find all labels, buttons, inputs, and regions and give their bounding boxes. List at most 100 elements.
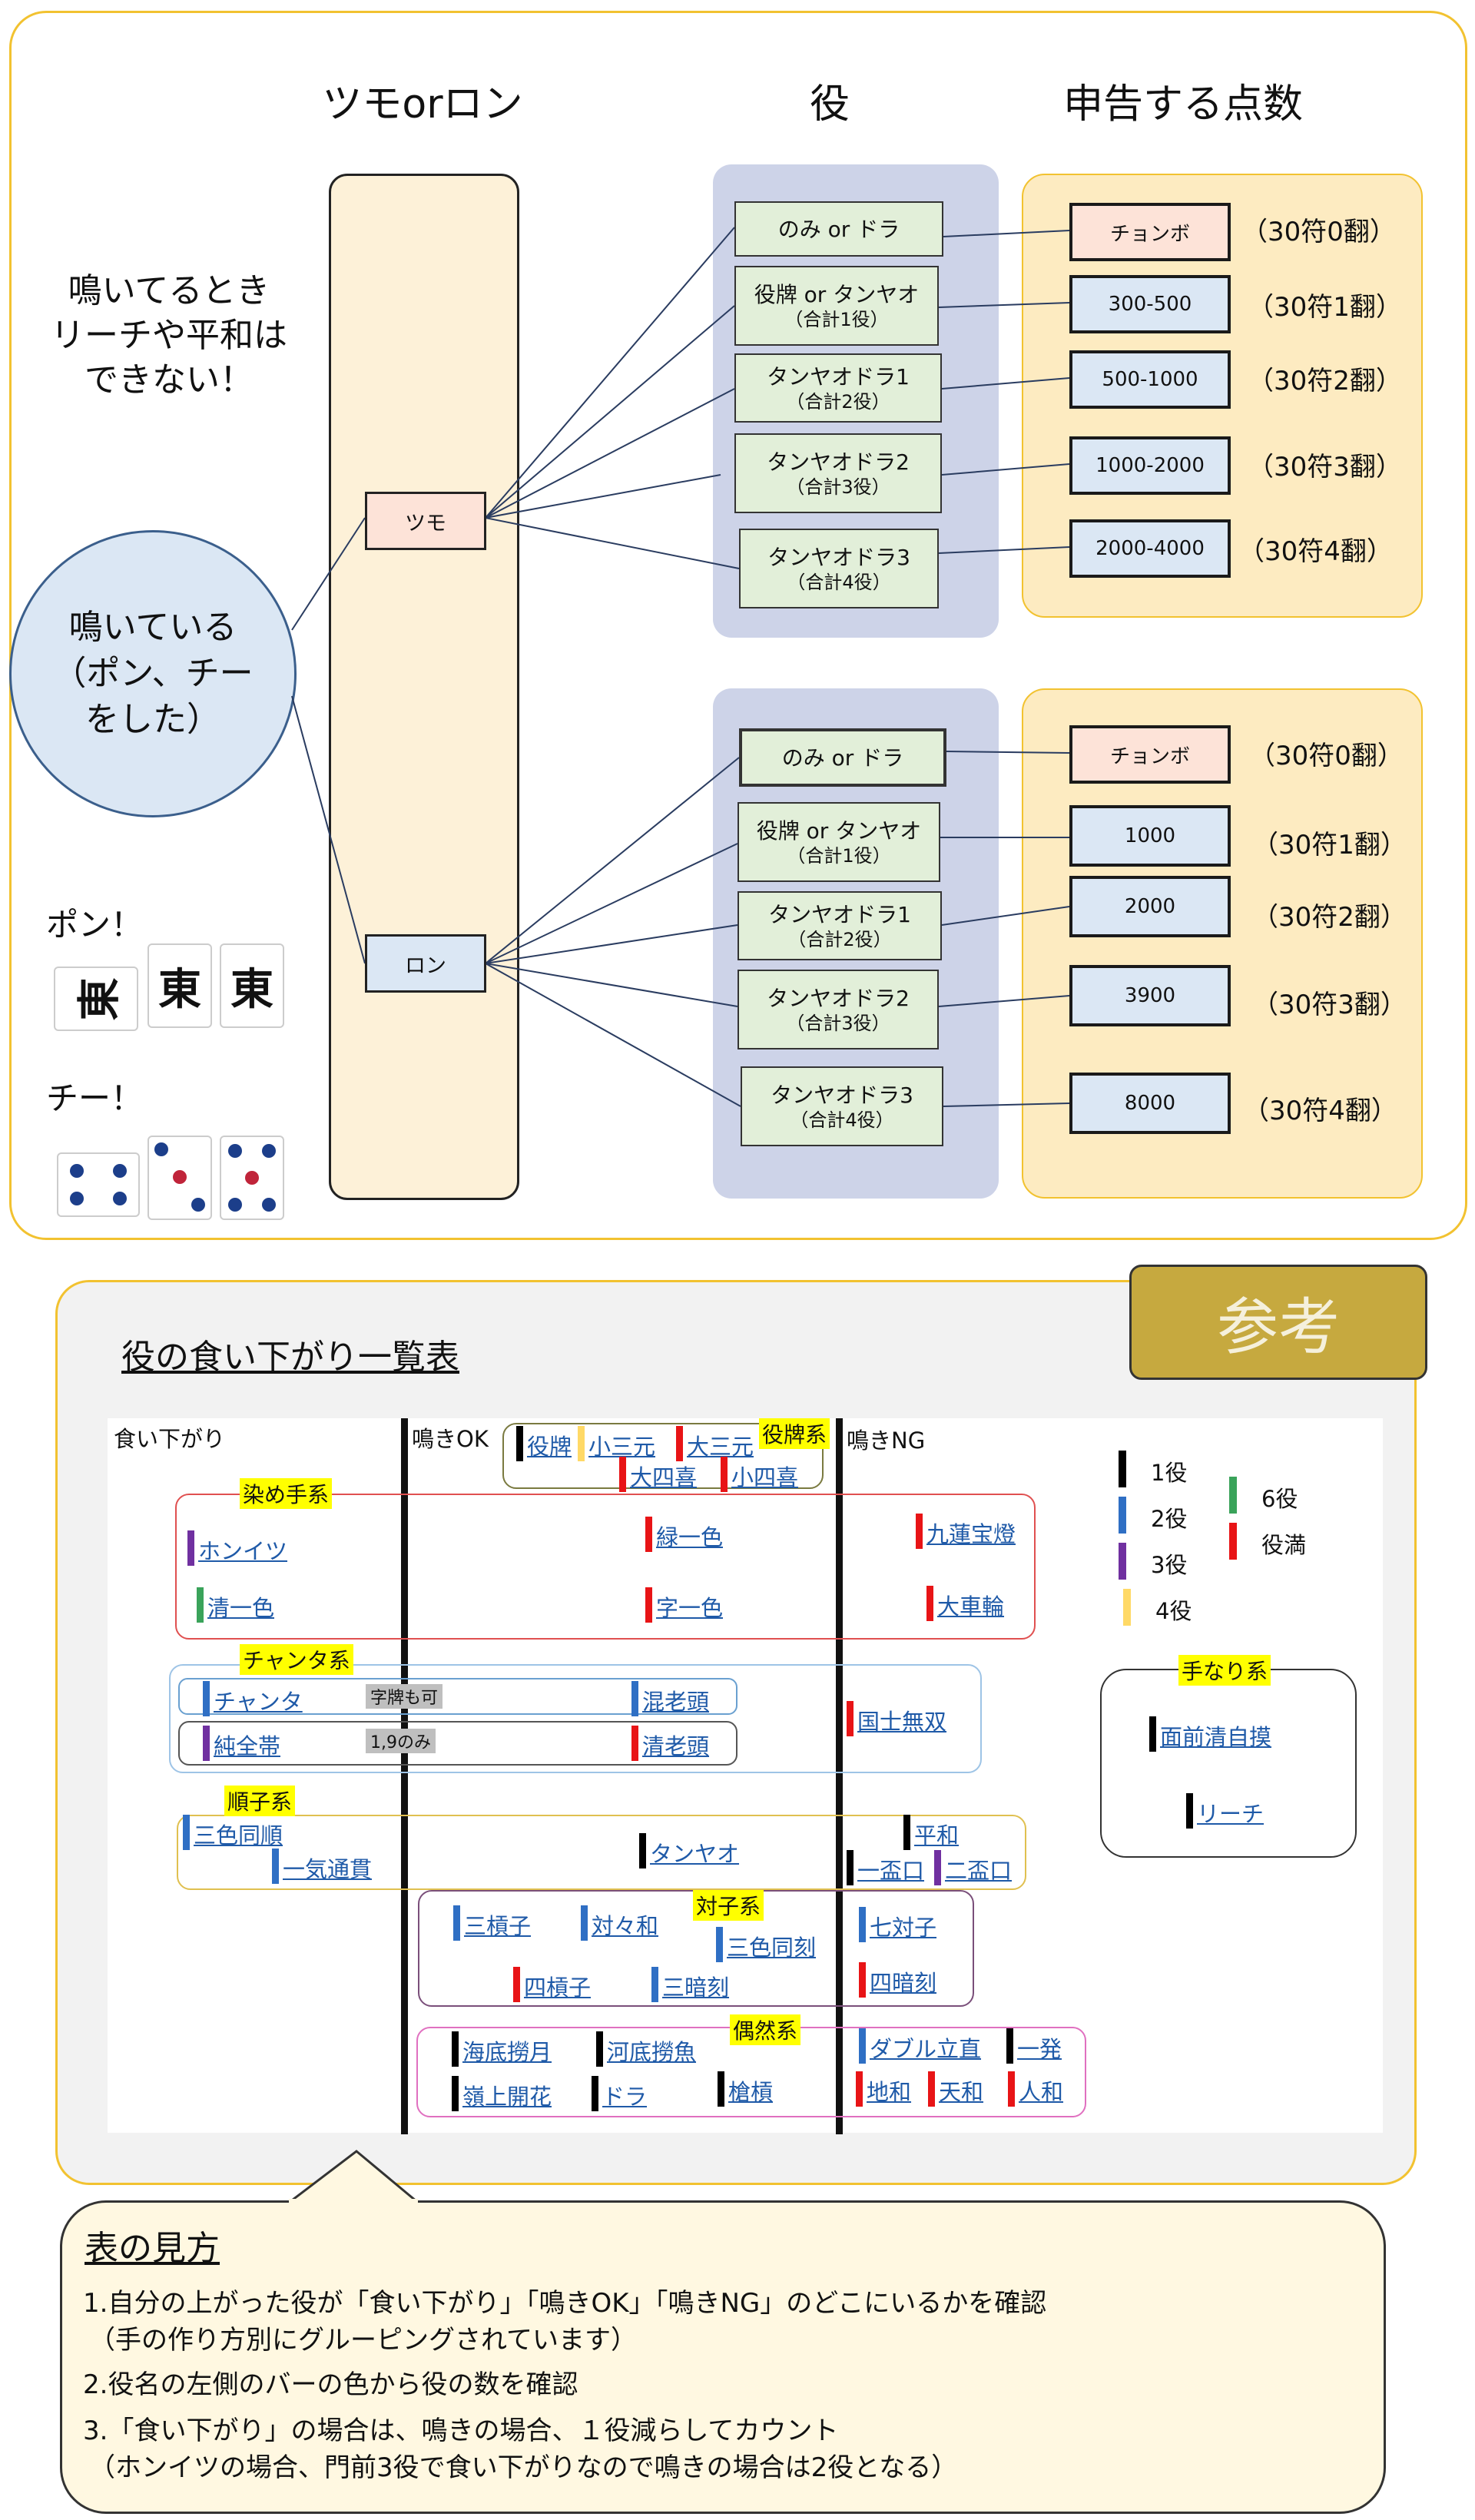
fu-han-label: （30符0翻） <box>1249 741 1404 771</box>
ron-yaku-box: のみ or ドラ <box>739 728 946 787</box>
header-tsumo-or-ron: ツモorロン <box>322 81 523 128</box>
ron-score-box: 2000 <box>1069 876 1231 937</box>
group-some <box>175 1494 1036 1640</box>
east-tile: 東 <box>148 943 212 1028</box>
yaku-link-suuankou[interactable]: 四暗刻 <box>859 1962 936 1998</box>
note-jihai: 字牌も可 <box>366 1684 443 1709</box>
yaku-link-toitoi[interactable]: 対々和 <box>581 1905 658 1941</box>
tsumo-yaku-box: 役牌 or タンヤオ（合計1役） <box>734 266 939 346</box>
pon-label: ポン！ <box>46 906 144 943</box>
ron-yaku-box: 役牌 or タンヤオ（合計1役） <box>738 802 940 882</box>
header-score: 申告する点数 <box>1062 81 1303 128</box>
legend-yakuman: 役満 <box>1228 1523 1306 1560</box>
chi-label: チー！ <box>46 1079 144 1117</box>
yaku-link-chuuren[interactable]: 九蓮宝燈 <box>916 1514 1016 1549</box>
yaku-link-shousangen[interactable]: 小三元 <box>578 1426 655 1461</box>
east-tile: 東 <box>54 967 138 1031</box>
flow-connectors <box>291 227 1070 1107</box>
yaku-line: タンヤオドラ3 <box>771 1082 913 1108</box>
tsumo-score-box: 300-500 <box>1069 275 1231 333</box>
note-line: 鳴いてるとき <box>68 271 270 310</box>
howto-title: 表の見方 <box>85 2229 220 2268</box>
yaku-link-ippatsu[interactable]: 一発 <box>1006 2028 1062 2064</box>
yaku-link-chanta[interactable]: チャンタ <box>203 1681 303 1716</box>
pin-tile-5 <box>220 1136 284 1220</box>
yaku-link-chinitsu[interactable]: 清一色 <box>197 1587 274 1623</box>
circle-line: （ポン、チー <box>52 654 254 693</box>
naki-warning-note: 鳴いてるとき リーチや平和は できない！ <box>31 269 307 403</box>
yaku-link-junchan[interactable]: 純全帯 <box>203 1726 280 1761</box>
yaku-link-riichi[interactable]: リーチ <box>1186 1793 1264 1829</box>
yaku-subline: （合計2役） <box>786 390 890 413</box>
fu-han-label: （30符1翻） <box>1252 830 1407 860</box>
yaku-link-honroutou[interactable]: 混老頭 <box>631 1681 709 1716</box>
yaku-link-rinshan[interactable]: 嶺上開花 <box>452 2076 552 2111</box>
yaku-link-haitei[interactable]: 海底撈月 <box>452 2031 552 2067</box>
group-chanta-row2 <box>178 1721 738 1766</box>
yaku-subline: （合計3役） <box>786 476 890 498</box>
yaku-link-shousuushii[interactable]: 小四喜 <box>721 1457 798 1492</box>
yaku-line: タンヤオドラ2 <box>767 985 910 1011</box>
yaku-link-daisuushii[interactable]: 大四喜 <box>619 1457 697 1492</box>
pin-tile-4 <box>57 1152 140 1217</box>
yaku-link-suukantsu[interactable]: 四槓子 <box>513 1967 591 2002</box>
col-naki-ng-label: 鳴きNG <box>847 1427 926 1454</box>
yaku-line: タンヤオドラ2 <box>767 449 910 475</box>
yaku-line: のみ or ドラ <box>781 744 904 771</box>
yaku-link-iipeikou[interactable]: 一盃口 <box>847 1850 924 1885</box>
yaku-link-yakuhai[interactable]: 役牌 <box>516 1426 572 1461</box>
tsumo-yaku-box: のみ or ドラ <box>734 201 943 257</box>
yaku-link-kokushi[interactable]: 国士無双 <box>847 1701 946 1736</box>
yaku-link-tanyao[interactable]: タンヤオ <box>639 1833 739 1868</box>
yaku-link-chiihou[interactable]: 地和 <box>856 2071 911 2107</box>
yaku-link-tsuuiisou[interactable]: 字一色 <box>645 1587 723 1623</box>
yaku-link-ittsuu[interactable]: 一気通貫 <box>272 1849 372 1884</box>
yaku-subline: （合計2役） <box>787 928 892 950</box>
pin-dots-icon <box>228 1144 276 1212</box>
yaku-link-chankan[interactable]: 槍槓 <box>718 2071 773 2107</box>
yaku-link-chinroutou[interactable]: 清老頭 <box>631 1726 709 1761</box>
tsumo-yaku-box: タンヤオドラ3（合計4役） <box>739 529 939 608</box>
yaku-link-sanankou[interactable]: 三暗刻 <box>651 1967 729 2002</box>
group-label-yakuhai: 役牌系 <box>759 1418 830 1449</box>
yaku-link-ryanpeikou[interactable]: 二盃口 <box>934 1850 1012 1885</box>
yaku-line: タンヤオドラ3 <box>767 544 910 570</box>
yaku-link-pinfu[interactable]: 平和 <box>903 1815 959 1850</box>
divider-naki-ng <box>836 1418 843 2134</box>
fu-han-label: （30符3翻） <box>1248 452 1402 482</box>
yaku-link-tenhou[interactable]: 天和 <box>928 2071 983 2107</box>
east-tile-char: 東 <box>158 964 201 1015</box>
note-line: できない！ <box>85 360 254 400</box>
howto-line: （手の作り方別にグルーピングされています） <box>89 2325 637 2356</box>
yaku-link-dora[interactable]: ドラ <box>592 2076 647 2111</box>
ron-score-box: 3900 <box>1069 965 1231 1026</box>
tsumo-score-box: チョンボ <box>1069 203 1231 261</box>
yaku-link-chiitoi[interactable]: 七対子 <box>859 1907 936 1942</box>
fu-han-label: （30符4翻） <box>1238 536 1393 567</box>
yaku-link-menzen[interactable]: 面前清自摸 <box>1149 1716 1271 1752</box>
yaku-link-doubleriichi[interactable]: ダブル立直 <box>859 2028 981 2064</box>
legend-1: 1役 <box>1118 1451 1187 1487</box>
legend-3: 3役 <box>1118 1543 1187 1580</box>
group-label-chanta: チャンタ系 <box>240 1644 353 1675</box>
group-label-jun: 順子系 <box>224 1786 296 1816</box>
yaku-link-houtei[interactable]: 河底撈魚 <box>596 2031 696 2067</box>
yaku-link-daisangen[interactable]: 大三元 <box>676 1426 754 1461</box>
yaku-link-honitsu[interactable]: ホンイツ <box>187 1530 287 1566</box>
fu-han-label: （30符3翻） <box>1252 990 1407 1020</box>
yaku-link-sanshoku[interactable]: 三色同順 <box>183 1815 283 1850</box>
pin-dots-icon <box>154 1142 205 1212</box>
yaku-link-sankantsu[interactable]: 三槓子 <box>453 1905 531 1941</box>
pin-tile-3 <box>148 1136 212 1220</box>
tsumo-score-box: 500-1000 <box>1069 350 1231 409</box>
howto-line: 3.「食い下がり」の場合は、鳴きの場合、１役減らしてカウント <box>83 2416 839 2446</box>
yaku-link-daisharin[interactable]: 大車輪 <box>926 1586 1004 1621</box>
east-tile-char: 東 <box>230 964 273 1015</box>
yaku-link-sanshokudoukou[interactable]: 三色同刻 <box>716 1927 816 1962</box>
yaku-link-ryuuiisou[interactable]: 緑一色 <box>645 1517 723 1552</box>
group-label-tenari: 手なり系 <box>1178 1655 1271 1686</box>
yaku-line: 役牌 or タンヤオ <box>754 281 920 307</box>
ron-score-box: 1000 <box>1069 805 1231 867</box>
yaku-link-renhou[interactable]: 人和 <box>1008 2071 1063 2107</box>
